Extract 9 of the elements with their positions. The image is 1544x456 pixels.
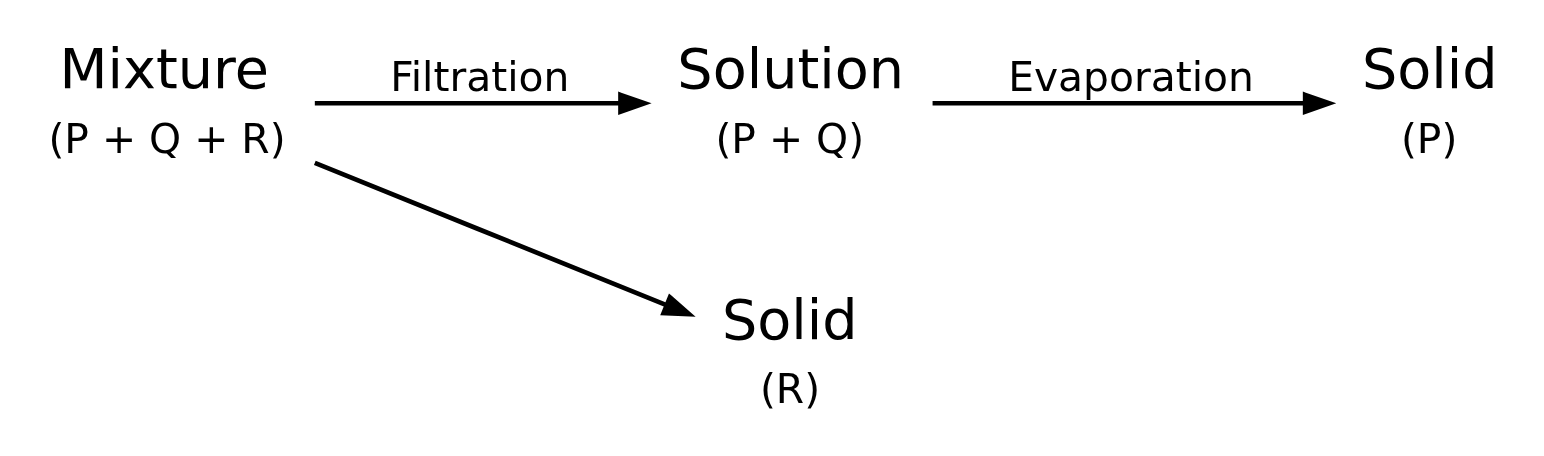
- node-text: Solution (P + Q): [677, 35, 905, 163]
- arrow: [313, 160, 696, 317]
- edge-label: Evaporation: [1008, 52, 1254, 101]
- node-text: Solid (R): [721, 286, 858, 413]
- node-text: Mixture (P + Q + R): [48, 35, 286, 163]
- node-text: Solid (P): [1361, 35, 1498, 163]
- edge-label: Filtration: [390, 52, 570, 101]
- arrow: [314, 91, 652, 115]
- arrow: [932, 91, 1337, 115]
